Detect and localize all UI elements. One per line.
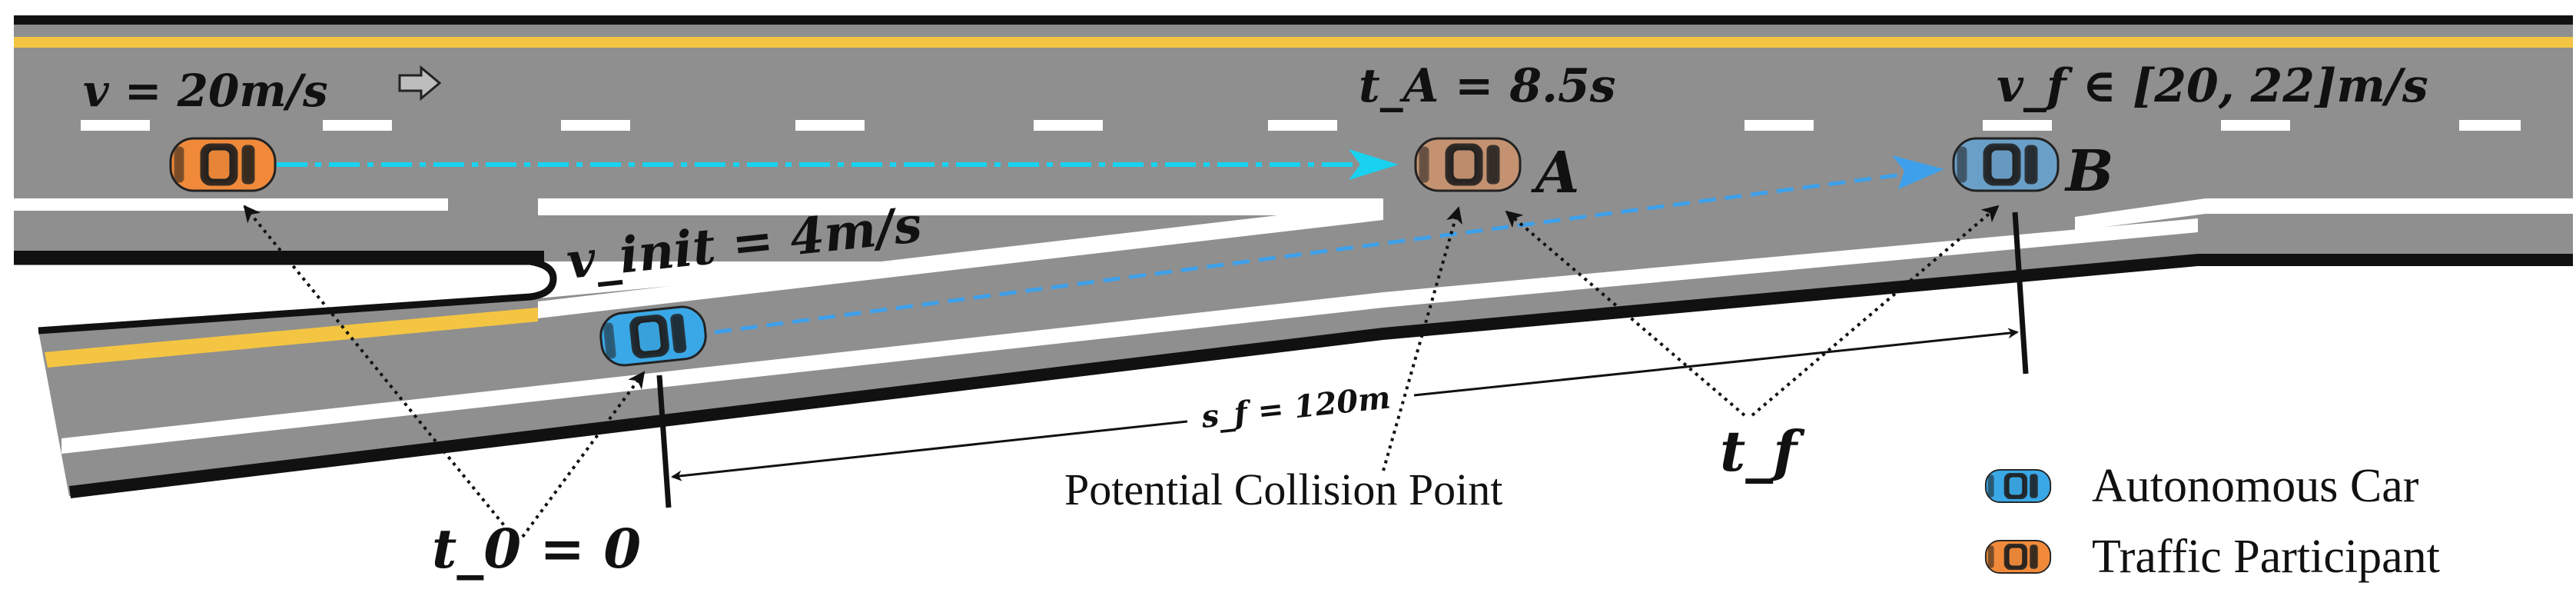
start-tick xyxy=(656,375,672,508)
ramp-lane-line xyxy=(61,218,2198,454)
distance-label: s_f = 120m xyxy=(1199,379,1392,435)
ramp-taper-line xyxy=(538,203,1383,318)
tf-label: t_f xyxy=(1720,418,1805,484)
legend-autonomous-label: Autonomous Car xyxy=(2092,460,2419,512)
ego-trajectory-arrowhead xyxy=(1892,155,1944,189)
hollow-right-arrow-icon xyxy=(398,65,442,102)
legend-traffic-label: Traffic Participant xyxy=(2092,531,2440,583)
ghost-car-b xyxy=(1952,137,2060,192)
ramp-yellow-line xyxy=(45,308,538,368)
ghost-car-a xyxy=(1414,137,1522,192)
point-a-label: A xyxy=(1531,140,1579,206)
t0-to-traffic-car xyxy=(243,205,515,538)
collision-label: Potential Collision Point xyxy=(1064,464,1502,514)
tf-to-ghost-a xyxy=(1505,210,1746,417)
legend: Autonomous Car Traffic Participant xyxy=(1984,460,2440,583)
pointer-arrows xyxy=(243,205,2000,538)
legend-traffic-icon xyxy=(1984,539,2052,574)
distance-arrow-left xyxy=(671,420,1188,481)
lane-boundary-left xyxy=(14,198,448,211)
lane-dashes xyxy=(81,120,2521,131)
distance-bracket xyxy=(656,211,2029,508)
lane-boundary-right xyxy=(2206,198,2573,214)
ramp-gore-outline xyxy=(14,258,557,335)
traffic-speed-label: v = 20m/s xyxy=(83,65,328,117)
t0-label: t_0 = 0 xyxy=(432,517,641,581)
highway-yellow-line xyxy=(14,37,2573,48)
trajectories xyxy=(277,149,1944,335)
highway-top-edge xyxy=(14,15,2573,25)
t0-to-autonomous-car xyxy=(521,371,646,538)
ego-trajectory xyxy=(714,171,1914,335)
point-b-label: B xyxy=(2064,138,2114,205)
final-speed-label: v_f ∈ [20, 22]m/s xyxy=(1997,59,2428,113)
end-tick xyxy=(2012,211,2029,375)
distance-arrow-right xyxy=(1413,328,2019,397)
lane-boundary-join xyxy=(2075,198,2206,231)
autonomous-car xyxy=(597,303,709,369)
legend-autonomous-icon xyxy=(1984,468,2052,504)
on-ramp xyxy=(14,198,2573,498)
lane-boundary-middle xyxy=(538,198,1383,215)
traffic-trajectory-arrowhead xyxy=(1349,149,1399,180)
traffic-car xyxy=(169,137,277,192)
time-a-label: t_A = 8.5s xyxy=(1359,59,1615,113)
